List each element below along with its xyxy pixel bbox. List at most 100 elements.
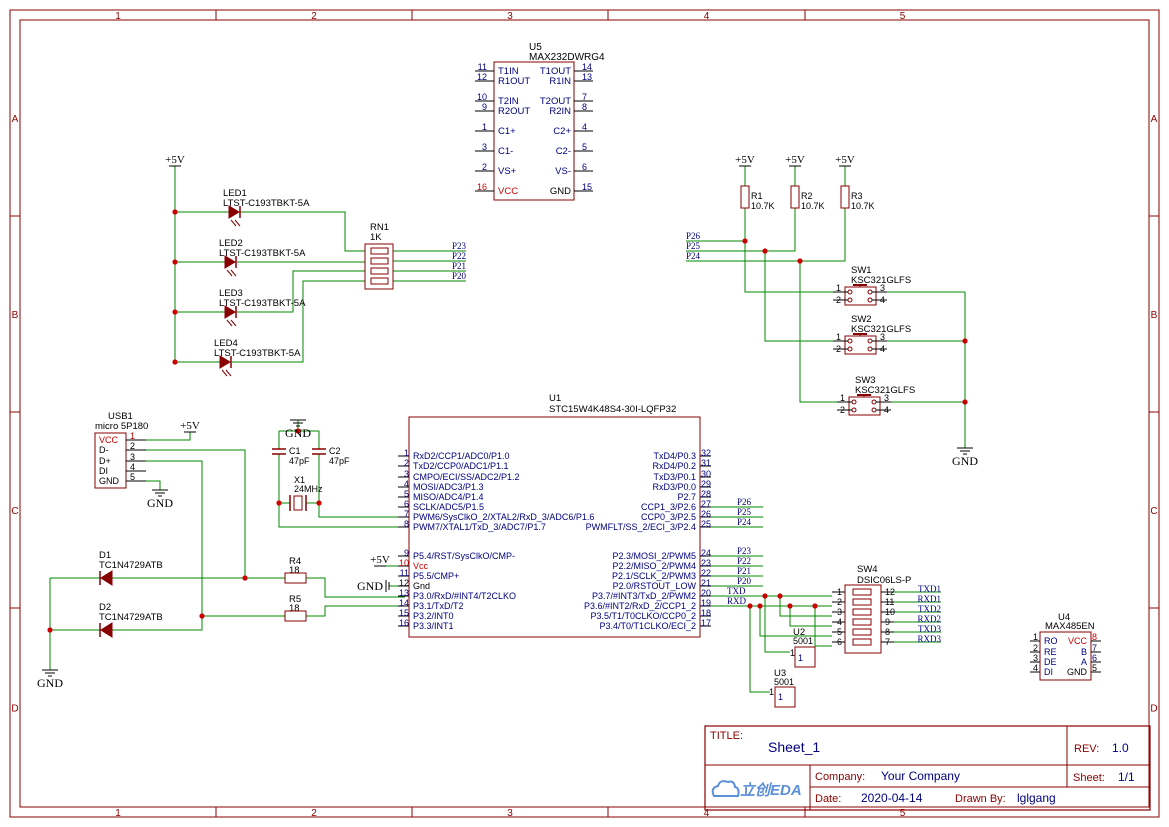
- sw4-pin-num: 9: [885, 617, 890, 627]
- u4-pin-name: A: [1081, 657, 1087, 667]
- wire: [240, 211, 365, 252]
- switch-part: KSC321GLFS: [855, 385, 915, 396]
- net-label: P24: [686, 251, 701, 261]
- u1-pin-num: 24: [701, 548, 711, 558]
- led-ray: [230, 319, 237, 327]
- usb-part: micro 5P180: [95, 421, 148, 432]
- row-label-right: C: [1150, 506, 1157, 517]
- led-part: LTST-C193TBKT-5A: [223, 198, 310, 209]
- rn1-element: [370, 247, 389, 255]
- resistor-body: [790, 185, 800, 209]
- net-label: TXD2: [918, 604, 941, 614]
- led-ray: [226, 319, 233, 327]
- u5-pin-name: T2OUT: [540, 96, 571, 107]
- junction-dot: [742, 238, 748, 244]
- usb-pin-num: 1: [130, 431, 135, 441]
- u5-ref: U5: [529, 42, 542, 53]
- u1-pin-name: P3.7/#INT3/TxD_2/PWM2: [592, 591, 696, 601]
- diode-ref: D1: [99, 550, 111, 561]
- u5-pin-num: 8: [582, 102, 587, 112]
- u1-pin-num: 30: [701, 469, 711, 479]
- junction-dot: [199, 613, 205, 619]
- resistor-body: [740, 185, 750, 209]
- net-label: TXD1: [918, 584, 941, 594]
- company-label: Company:: [815, 771, 865, 783]
- u1-pin-num: 32: [701, 448, 711, 458]
- diode-ref: D2: [99, 602, 111, 613]
- u1-pin-name: P3.6/#INT2/RxD_2/CCP1_2: [584, 601, 696, 611]
- junction-dot: [762, 593, 768, 599]
- sw4-pin-num: 5: [837, 627, 842, 637]
- net-label: RXD1: [917, 594, 941, 604]
- u5-pin-num: 2: [482, 162, 487, 172]
- sw4-pin-num: 10: [885, 607, 895, 617]
- junction-dot: [812, 603, 818, 609]
- title-label: TITLE:: [710, 730, 743, 742]
- u1-pin-name: P2.2/MISO_2/PWM4: [612, 561, 696, 571]
- u1-pin-name: RxD3/P0.0: [652, 482, 696, 492]
- u1-pin-num: 27: [701, 499, 711, 509]
- led-triangle: [219, 355, 231, 369]
- u5-pin-num: 1: [482, 122, 487, 132]
- gnd-label: GND: [952, 454, 978, 468]
- led-ray: [230, 269, 237, 277]
- u4-pin-name: RE: [1044, 647, 1057, 657]
- u5-pin-num: 4: [582, 122, 587, 132]
- net-label: RXD3: [917, 634, 941, 644]
- junction-dot: [276, 500, 282, 506]
- drawn-by-value: lglgang: [1017, 791, 1056, 805]
- u4-pin-name: DE: [1044, 657, 1057, 667]
- u1-pin-name: RxD2/CCP1/ADC0/P1.0: [413, 451, 510, 461]
- u1-pin-num: 5: [404, 489, 409, 499]
- led-triangle: [224, 255, 236, 269]
- date-value: 2020-04-14: [861, 791, 923, 805]
- wire: [146, 460, 203, 616]
- u5-pin-name: R1OUT: [498, 76, 530, 87]
- u2-pin-name: 1: [798, 653, 803, 663]
- u5-pin-name: C2-: [556, 146, 571, 157]
- vcc-power-symbol: +5V: [785, 154, 805, 167]
- junction-dot: [747, 603, 753, 609]
- u5-pin-name: C2+: [553, 126, 571, 137]
- diode-part: TC1N4729ATB: [99, 612, 163, 623]
- net-label: RXD: [727, 596, 747, 606]
- u1-pin-num: 9: [404, 548, 409, 558]
- u1-pin-num: 16: [399, 618, 409, 628]
- rn1-ref: RN1: [370, 222, 389, 233]
- wires: P23P22P21P20P26P25P24P26P25P24P23P22P21P…: [47, 166, 968, 693]
- switch-contact: [847, 289, 853, 295]
- column-label-bottom: 4: [704, 808, 710, 819]
- u1-pin-num: 13: [399, 588, 409, 598]
- vcc-label: +5V: [835, 154, 855, 166]
- u1-pin-num: 28: [701, 489, 711, 499]
- resistor-value: 18: [289, 565, 300, 576]
- sw4-ref: SW4: [857, 564, 878, 575]
- wire: [306, 605, 405, 617]
- switch-pin-num: 3: [880, 332, 885, 342]
- u1-pin-num: 18: [701, 608, 711, 618]
- u1-pin-num: 19: [701, 598, 711, 608]
- u1-pin-num: 8: [404, 519, 409, 529]
- u2-part: 5001: [793, 636, 813, 646]
- vcc-label: +5V: [785, 154, 805, 166]
- u1-pin-num: 23: [701, 558, 711, 568]
- switch-pin-num: 4: [884, 405, 889, 415]
- vcc-power-symbol: +5V: [165, 154, 185, 167]
- switch-pin-num: 2: [836, 344, 841, 354]
- wire: [306, 577, 405, 598]
- sw4-toggle: [852, 588, 872, 596]
- ground-symbol: GND: [952, 447, 978, 468]
- u1-pin-num: 1: [404, 448, 409, 458]
- usb-pin-num: 4: [130, 462, 135, 472]
- cap-ref: C2: [329, 446, 341, 456]
- junction-dot: [242, 575, 248, 581]
- row-label-left: D: [11, 704, 18, 715]
- wire: [278, 454, 405, 528]
- junction-dot: [762, 248, 768, 254]
- u4-pin-num: 6: [1092, 653, 1097, 663]
